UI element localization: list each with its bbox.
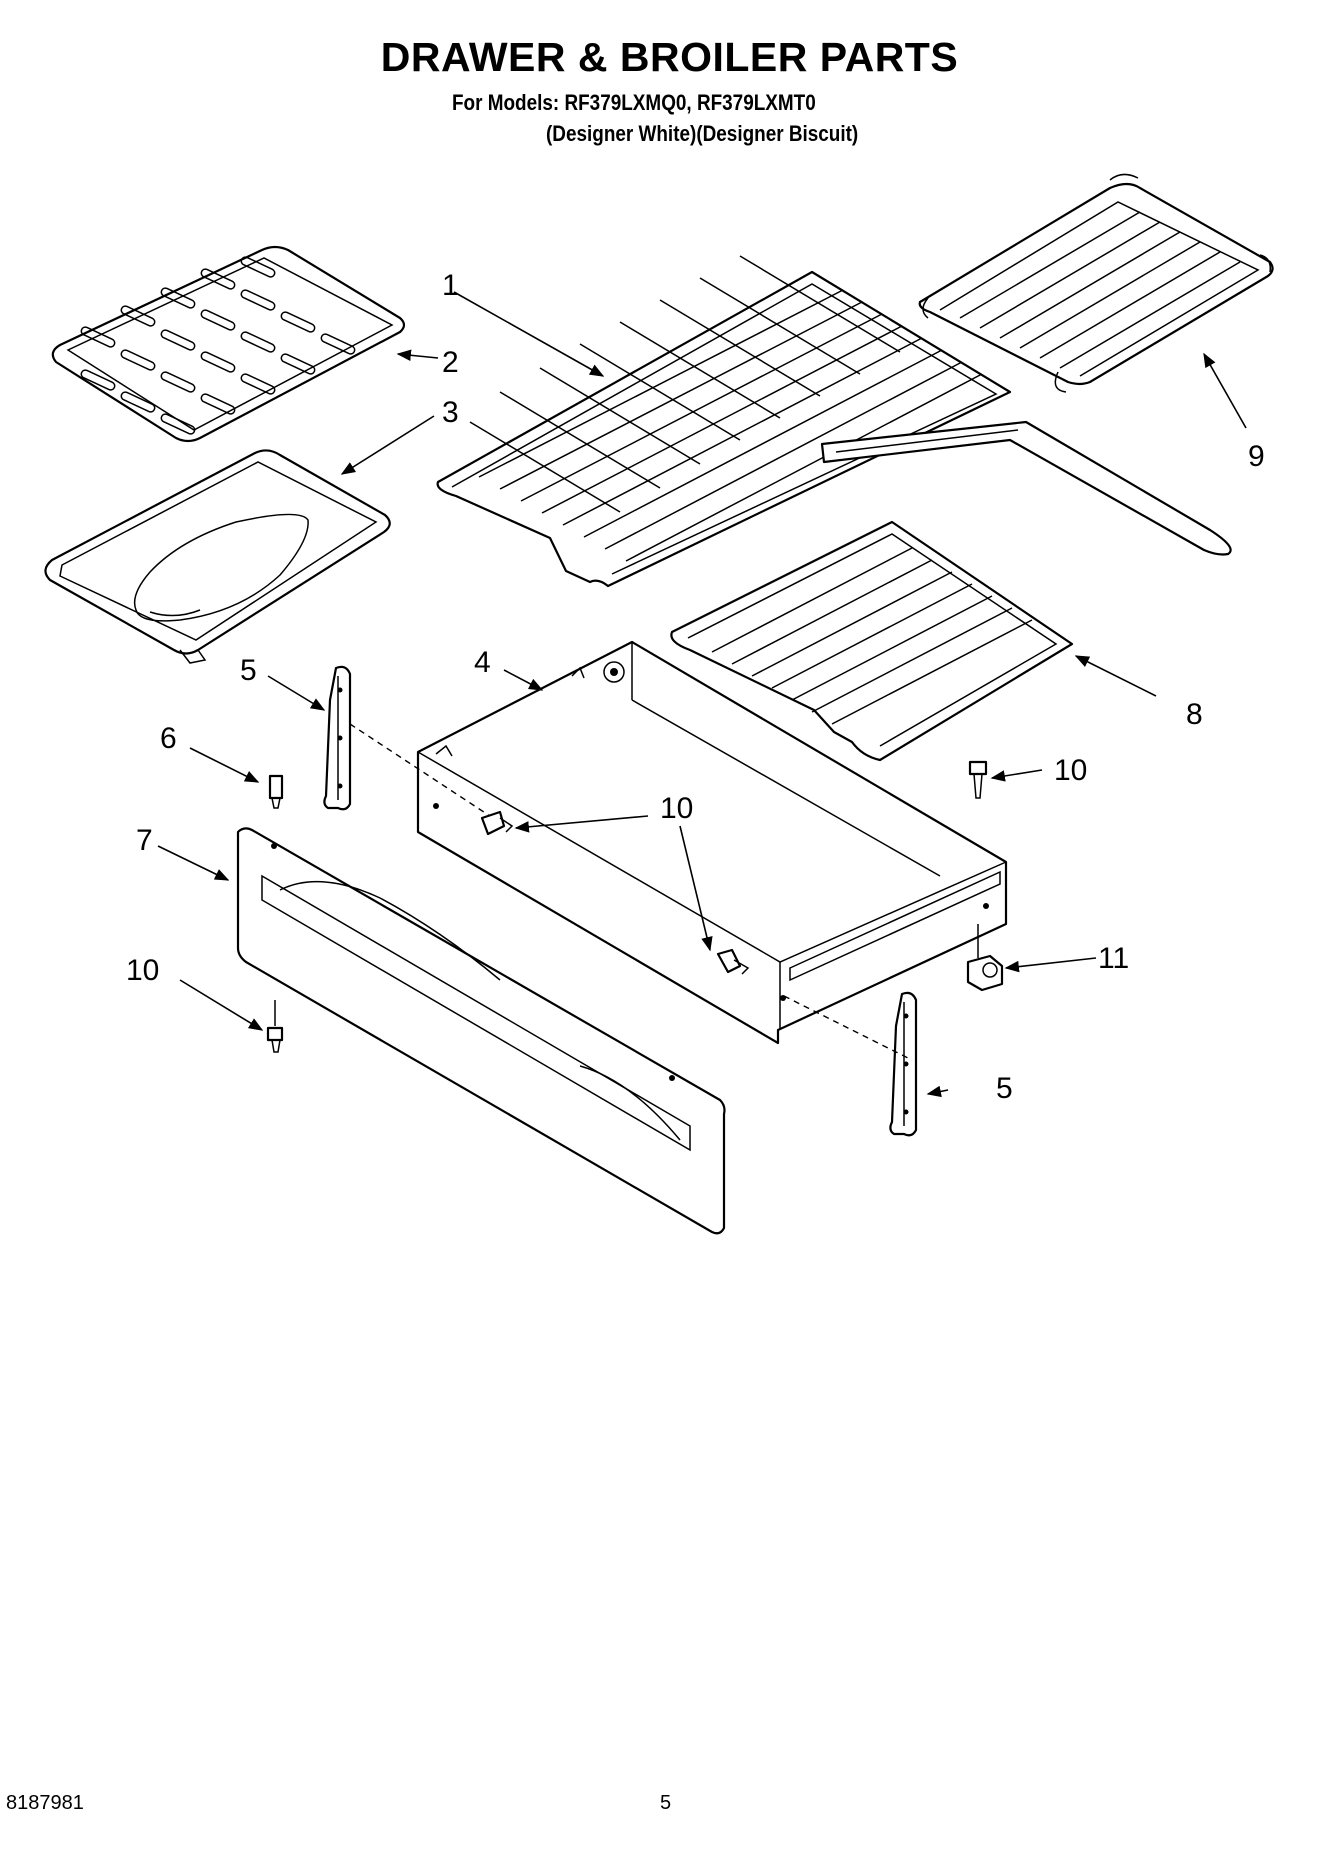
broiler-grid-part-2 [51,245,406,443]
callout-7: 7 [136,824,153,857]
drawer-body-part-4 [416,640,1008,1045]
slide-rail [820,420,1232,556]
leader-lines [157,291,1247,1098]
screw-part-10-a [480,810,514,836]
pin-part-6 [268,774,284,809]
callout-10-right: 10 [1054,754,1087,787]
clip-part-11 [966,924,1004,992]
oven-rack-part-1 [436,255,1012,588]
callout-5-left: 5 [240,654,257,687]
callout-9: 9 [1248,440,1265,473]
drawer-glide-part-5-right [889,991,918,1137]
callout-3: 3 [442,396,459,429]
broiler-pan-part-3 [44,449,391,664]
part-number: 8187981 [6,1792,84,1814]
model-variants: (Designer White)(Designer Biscuit) [546,121,859,146]
callout-11: 11 [1098,942,1129,975]
rack-slide-part-9 [918,173,1274,393]
callout-6: 6 [160,722,177,755]
callout-4: 4 [474,646,491,679]
drawer-front-part-7 [236,827,726,1235]
callout-5-right: 5 [996,1072,1013,1105]
callout-10-center: 10 [660,792,693,825]
screw-part-10-c [968,760,988,799]
broiler-drawer-rack-part-8 [670,520,1074,762]
page-number: 5 [660,1792,672,1814]
callout-2: 2 [442,346,459,379]
page-title: DRAWER & BROILER PARTS [380,34,959,80]
callout-labels: 1 2 3 4 5 5 6 7 8 9 10 10 10 11 [126,269,1265,1105]
callout-10-left: 10 [126,954,159,987]
screw-part-10-d [266,1000,284,1053]
model-numbers: For Models: RF379LXMQ0, RF379LXMT0 [452,90,816,115]
callout-1: 1 [442,269,459,302]
screw-part-10-b [716,948,750,975]
callout-8: 8 [1186,698,1203,731]
drawer-glide-part-5-left [323,665,352,811]
